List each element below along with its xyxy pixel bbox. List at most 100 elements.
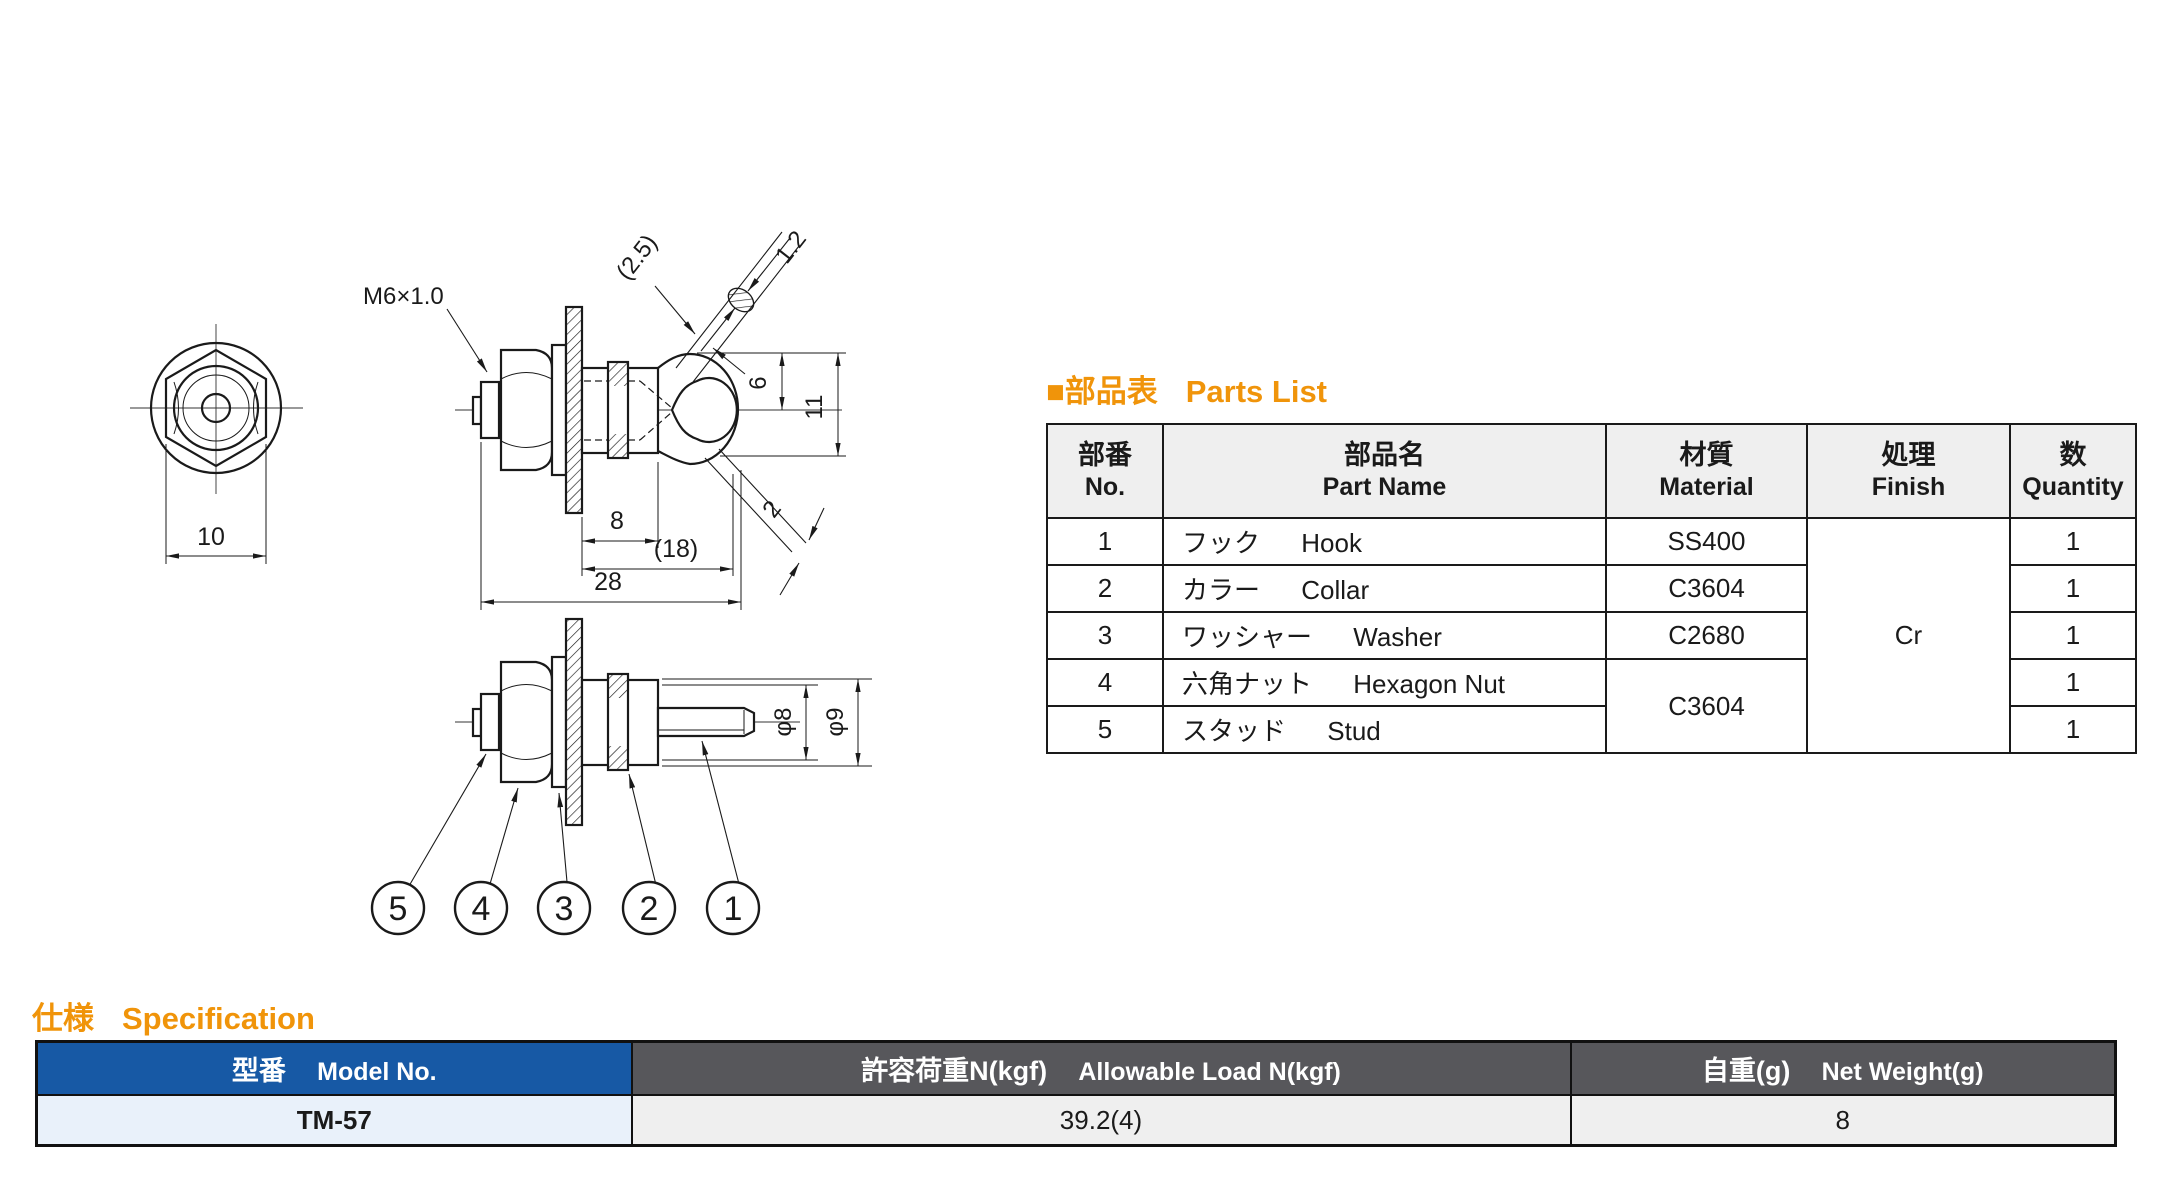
washer-profile: [550, 655, 568, 789]
part-name-en: Washer: [1353, 622, 1442, 652]
balloon-4: 4: [453, 880, 509, 936]
hex-outline: [164, 348, 268, 468]
stud-end-cap: [471, 395, 483, 426]
balloon-leader-1: [701, 740, 740, 885]
parts-list-title-jp: ■部品表: [1046, 374, 1158, 409]
collar-circle: [172, 364, 260, 452]
thread-leader: [446, 308, 488, 373]
chamfer-arcs: [173, 381, 259, 435]
flange-hatch-top: [608, 362, 628, 386]
dia8-extension-lines: [662, 684, 818, 761]
cell-no: 3: [1046, 611, 1164, 660]
spec-header-weight-jp: 自重(g): [1701, 1056, 1791, 1086]
part-name-jp: 六角ナット: [1182, 669, 1313, 699]
dim-collar-dia-label: φ9: [822, 708, 849, 737]
balloon-1-label: 1: [724, 890, 743, 928]
stud-rod: [656, 706, 756, 738]
spec-value-model: TM-57: [35, 1094, 633, 1147]
parts-list-table: 部番 No. 部品名 Part Name 材質 Material 処理 Fini…: [1046, 423, 2137, 754]
bore-circle: [200, 392, 232, 424]
nut-outer-circle: [149, 341, 283, 475]
balloon-leader-5: [408, 753, 487, 887]
balloon-leader-3: [557, 792, 568, 883]
nut-chamfer-curves: [500, 372, 553, 448]
spec-value-weight: 8: [1569, 1094, 2117, 1147]
part-name-en: Hook: [1301, 528, 1362, 558]
stud-rod-detail: [658, 710, 745, 734]
cell-part-name: 六角ナット Hexagon Nut: [1162, 658, 1607, 707]
wire-flat-arrow-2: [700, 307, 736, 352]
front-view-drawing: 10: [130, 324, 303, 564]
col-header-name-jp: 部品名: [1344, 439, 1425, 470]
cell-material-merged: C3604: [1605, 658, 1808, 754]
col-header-name: 部品名 Part Name: [1162, 423, 1607, 519]
spec-header-model-jp: 型番: [231, 1056, 286, 1086]
parts-header-row: 部番 No. 部品名 Part Name 材質 Material 処理 Fini…: [1046, 423, 2137, 519]
part-name-jp: カラー: [1182, 575, 1261, 605]
spec-header-row: 型番 Model No. 許容荷重N(kgf) Allowable Load N…: [35, 1040, 2117, 1096]
col-header-finish-en: Finish: [1871, 473, 1946, 502]
wire-section: [727, 287, 755, 313]
dia9-extension-lines: [662, 678, 872, 767]
balloon-3: 3: [536, 880, 592, 936]
col-header-name-en: Part Name: [1322, 473, 1447, 502]
balloon-2: 2: [621, 880, 677, 936]
wire-dia-arrow-1: [654, 285, 696, 335]
spec-header-weight-en: Net Weight(g): [1821, 1058, 1984, 1086]
hook-tip-lines: [704, 448, 807, 553]
cell-material: C3604: [1605, 564, 1808, 613]
stud-end-step: [479, 380, 501, 440]
extension-lines: [165, 444, 267, 564]
part-name-jp: フック: [1182, 528, 1261, 558]
cell-part-name: フック Hook: [1162, 517, 1607, 566]
table-row: 2 カラー Collar C3604 1: [1046, 564, 2137, 613]
len-extension-lines-3: [480, 442, 742, 610]
balloon-4-label: 4: [472, 890, 491, 928]
side-view-drawing: M6×1.0 (2.5) 1.2: [363, 226, 846, 610]
hook-extension-lines: [697, 352, 846, 457]
stud-end-step: [479, 692, 501, 752]
col-header-no: 部番 No.: [1046, 423, 1164, 519]
wire-flat-arrow-1: [747, 237, 791, 292]
hook-tip-arrow-2: [779, 562, 800, 596]
hook-inner: [670, 376, 738, 444]
flange-hatch-top: [608, 674, 628, 698]
cell-quantity: 1: [2009, 517, 2137, 566]
col-header-material-en: Material: [1659, 473, 1754, 502]
spec-value-load: 39.2(4): [630, 1094, 1572, 1147]
parts-list-title: ■部品表 Parts List: [1046, 366, 1327, 411]
cell-part-name: スタッド Stud: [1162, 705, 1607, 754]
specification-title-jp: 仕様: [32, 1001, 94, 1036]
cell-quantity: 1: [2009, 611, 2137, 660]
cell-finish-merged: Cr: [1806, 517, 2011, 754]
collar-flange-outline: [606, 672, 630, 772]
dim-wire-dia-label: (2.5): [611, 230, 663, 286]
dim-front-width-label: 10: [197, 523, 225, 551]
balloon-2-label: 2: [640, 890, 659, 928]
table-row: 4 六角ナット Hexagon Nut C3604 1: [1046, 658, 2137, 754]
col-header-material-jp: 材質: [1679, 439, 1734, 470]
part-name-jp: スタッド: [1182, 716, 1287, 746]
spec-header-weight: 自重(g) Net Weight(g): [1569, 1040, 2117, 1096]
cell-no: 4: [1046, 658, 1164, 707]
col-header-finish: 処理 Finish: [1806, 423, 2011, 519]
len-extension-lines-1: [581, 462, 659, 576]
washer-profile: [550, 343, 568, 477]
flange-hatch-bottom: [608, 746, 628, 770]
hex-nut-profile: [499, 348, 554, 472]
dim-hook-outer-label: 11: [801, 395, 828, 420]
flange-hatch-bottom: [608, 434, 628, 458]
dim-protrusion-label: (18): [654, 535, 698, 563]
table-row: 3 ワッシャー Washer C2680 1: [1046, 611, 2137, 660]
cell-part-name: カラー Collar: [1162, 564, 1607, 613]
stud-end-cap: [471, 707, 483, 738]
col-header-finish-jp: 処理: [1881, 439, 1936, 470]
spec-header-load-en: Allowable Load N(kgf): [1078, 1058, 1341, 1086]
specification-title-en: Specification: [122, 1001, 315, 1036]
cell-quantity: 1: [2009, 658, 2137, 707]
dim-stud-dia-label: φ8: [770, 708, 797, 737]
cell-no: 5: [1046, 705, 1164, 754]
thread-label: M6×1.0: [363, 283, 444, 310]
part-name-en: Collar: [1301, 575, 1370, 605]
cell-part-name: ワッシャー Washer: [1162, 611, 1607, 660]
